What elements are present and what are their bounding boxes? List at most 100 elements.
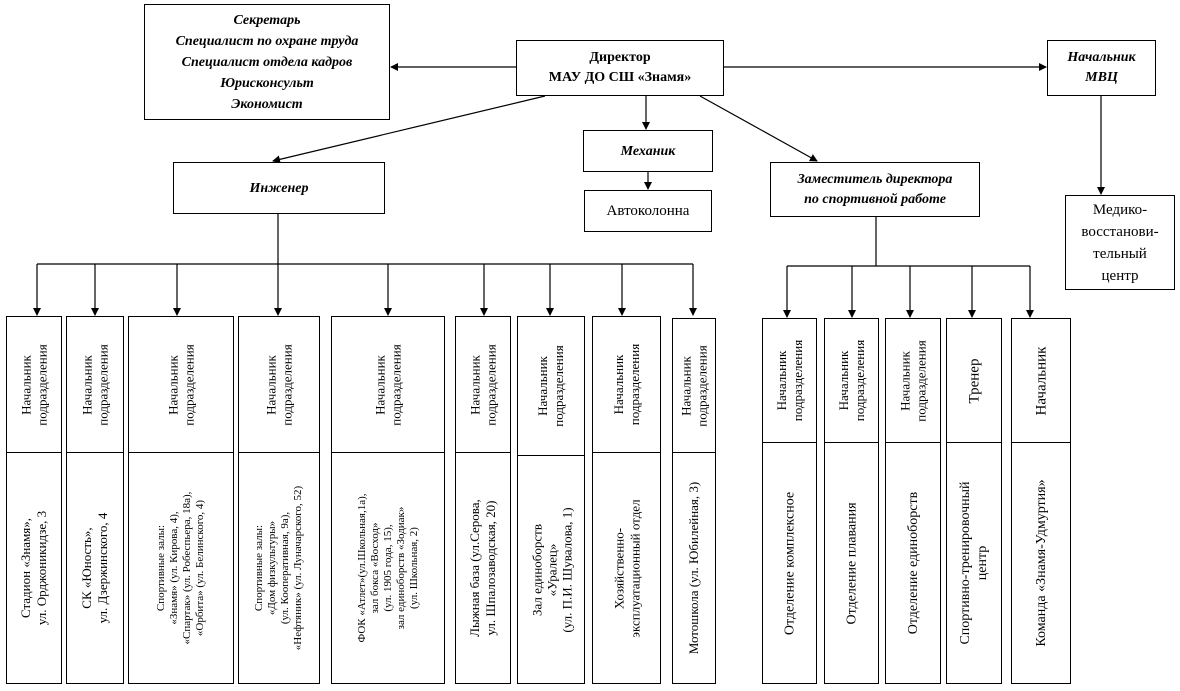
deputy-line: Заместитель директора <box>797 171 953 187</box>
unit-head-label: Начальник <box>610 354 626 415</box>
unit-head-label: подразделения <box>789 339 805 422</box>
director-org: МАУ ДО СШ «Знамя» <box>548 70 692 85</box>
unit-body-label: эксплуатационный отдел <box>626 498 642 638</box>
unit-head-label: подразделения <box>626 343 642 426</box>
mechanic-label: Механик <box>620 143 676 159</box>
unit-body-cell: Спортивные залы:«Дом физкультуры»(ул. Ко… <box>239 453 319 683</box>
staff-line: Экономист <box>231 96 303 112</box>
staff-box: Секретарь Специалист по охране труда Спе… <box>144 4 390 120</box>
staff-line: Специалист отдела кадров <box>181 54 353 70</box>
unit-body-cell: Отделение плавания <box>825 443 878 683</box>
mvc-head-line: МВЦ <box>1085 70 1118 85</box>
unit-head-label: подразделения <box>694 344 709 427</box>
unit-head-label: подразделения <box>551 345 566 427</box>
unit-body-cell: Зал единоборств«Уралец»(ул. П.И. Шувалов… <box>518 456 584 683</box>
mvc-head-box: Начальник МВЦ <box>1047 40 1156 96</box>
unit-body-label: Спортивные залы: <box>155 524 167 612</box>
unit-body-label: Лыжная база (ул.Серова, <box>467 499 482 637</box>
unit-body-cell: Лыжная база (ул.Серова,ул. Шпалозаводска… <box>456 453 510 683</box>
unit-body-label: Спортивно-тренировочный <box>958 481 973 645</box>
staff-line: Юрисконсульт <box>220 75 314 91</box>
unit-head-label: подразделения <box>279 343 294 426</box>
unit-body-label: СК «Юность», <box>79 527 94 609</box>
unit-head-label: Начальник <box>165 354 180 415</box>
unit-body-label: «Дом физкультуры» <box>266 520 278 616</box>
unit-body-label: «Орбита» (ул. Белинского, 4) <box>194 499 206 637</box>
unit-head-label: Тренер <box>966 358 982 403</box>
deputy-line: по спортивной работе <box>804 191 946 207</box>
unit-body-cell: СК «Юность»,ул. Дзержинского, 4 <box>67 453 123 683</box>
unit-head-label: Начальник <box>897 350 912 411</box>
unit-body-label: зал бокса «Восход» <box>368 522 381 614</box>
unit-body-label: Отделение комплексное <box>782 491 797 635</box>
unit-body-label: Хозяйственно- <box>610 527 626 609</box>
unit-body-label: «Уралец» <box>543 543 559 596</box>
engineer-label: Инженер <box>249 180 309 196</box>
mechanic-box: Механик <box>583 130 713 172</box>
unit-body-label: Отделение плавания <box>844 501 859 625</box>
unit-body-label: центр <box>975 545 990 581</box>
unit-body-label: ул. Дзержинского, 4 <box>95 512 110 624</box>
unit-body-label: Спортивные залы: <box>253 524 265 612</box>
unit-head-label: подразделения <box>181 343 196 426</box>
unit-body-label: ул. Шпалозаводская, 20) <box>483 500 498 636</box>
unit-head-label: подразделения <box>851 339 867 422</box>
staff-line: Секретарь <box>233 12 301 28</box>
unit-head-label: Начальник <box>835 350 851 411</box>
unit-head-label: подразделения <box>95 343 110 426</box>
unit-body-label: (ул. П.И. Шувалова, 1) <box>558 506 574 633</box>
medical-line: тельный <box>1093 245 1147 262</box>
medical-line: восстанови- <box>1081 223 1159 240</box>
unit-body-label: Стадион «Знамя», <box>18 517 33 619</box>
unit-body-label: Команда «Знамя-Удмуртия» <box>1033 479 1049 647</box>
unit-body-label: «Спартак» (ул. Робеспьера, 18а), <box>181 491 193 645</box>
unit-body-cell: Отделение комплексное <box>763 443 816 683</box>
unit-head-label: подразделения <box>388 343 403 426</box>
director-box: Директор МАУ ДО СШ «Знамя» <box>516 40 724 96</box>
mvc-head-line: Начальник <box>1067 50 1136 65</box>
unit-body-label: (ул. Школьная, 2) <box>407 527 420 609</box>
unit-head-label: подразделения <box>913 339 928 422</box>
unit-body-label: зал единоборств «Зодиак» <box>394 506 407 630</box>
unit-head-label: Начальник <box>467 354 482 415</box>
unit-head-label: Начальник <box>1033 346 1049 415</box>
unit-head-label: Начальник <box>263 354 278 415</box>
unit-body-label: Зал единоборств <box>528 523 544 616</box>
unit-head-label: Начальник <box>79 354 94 415</box>
unit-head-label: подразделения <box>34 343 49 426</box>
unit-body-label: «Нефтяник» (ул. Луначарского, 52) <box>292 485 304 651</box>
unit-head-label: Начальник <box>372 354 387 415</box>
unit-body-label: (ул. 1905 года, 15), <box>381 524 394 612</box>
medical-center-box: Медико- восстанови- тельный центр <box>1065 195 1175 290</box>
unit-head-label: Начальник <box>535 356 550 416</box>
staff-line: Специалист по охране труда <box>175 33 359 49</box>
deputy-box: Заместитель директора по спортивной рабо… <box>770 162 980 217</box>
unit-body-label: ул. Орджоникидзе, 3 <box>34 510 49 626</box>
autocolumn-label: Автоколонна <box>606 202 690 219</box>
engineer-box: Инженер <box>173 162 385 214</box>
unit-body-label: Мотошкола (ул. Юбилейная, 3) <box>686 481 701 655</box>
unit-body-label: (ул. Кооперативная, 9а), <box>279 511 291 625</box>
unit-body-label: Отделение единоборств <box>905 491 921 635</box>
